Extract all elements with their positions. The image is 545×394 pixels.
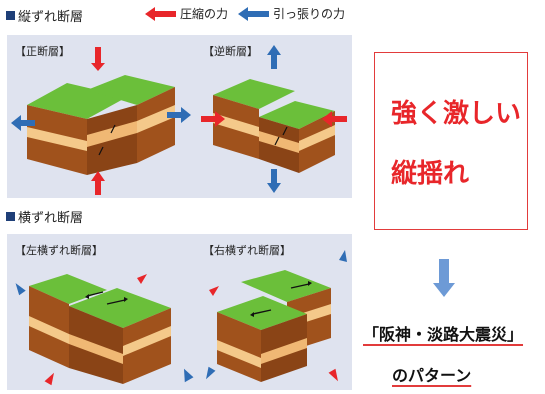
legend-tension-label: 引っ張りの力 [273,7,346,21]
reverse-fault-panel: 【逆断層】 [195,35,352,198]
strong-vertical-shaking-callout: 強く激しい 縦揺れ [374,52,528,230]
callout-line1: 強く激しい [391,99,522,129]
reverse-fault-label: 【逆断層】 [203,45,258,58]
right-lateral-fault-panel: 【右横ずれ断層】 [195,234,352,390]
vertical-fault-title: 縦ずれ断層 [6,6,83,25]
legend-compression-label: 圧縮の力 [180,7,229,21]
left-lateral-fault-block-diagram [15,274,194,386]
right-lateral-fault-label: 【右横ずれ断層】 [203,244,291,257]
tension-arrow-icon [238,6,270,21]
callout-line2: 縦揺れ [391,159,470,189]
left-lateral-fault-label: 【左横ずれ断層】 [15,244,103,257]
caption-hanshin-awaji: 「阪神・淡路大震災」 [363,325,524,344]
right-lateral-fault-block-diagram [206,250,347,382]
left-lateral-fault-panel: 【左横ずれ断層】 [7,234,195,390]
normal-fault-label: 【正断層】 [15,45,70,58]
legend: 圧縮の力 引っ張りの力 [143,5,345,22]
bullet-square-icon [6,212,15,221]
strike-slip-fault-title: 横ずれ断層 [6,207,83,226]
reverse-fault-block-diagram [201,45,347,193]
down-arrow-icon [433,259,455,297]
caption-pattern: のパターン [392,366,472,385]
normal-fault-panel: 【正断層】 [7,35,195,198]
compression-arrow-icon [145,6,176,21]
bullet-square-icon [6,11,15,20]
normal-fault-block-diagram [11,47,191,195]
